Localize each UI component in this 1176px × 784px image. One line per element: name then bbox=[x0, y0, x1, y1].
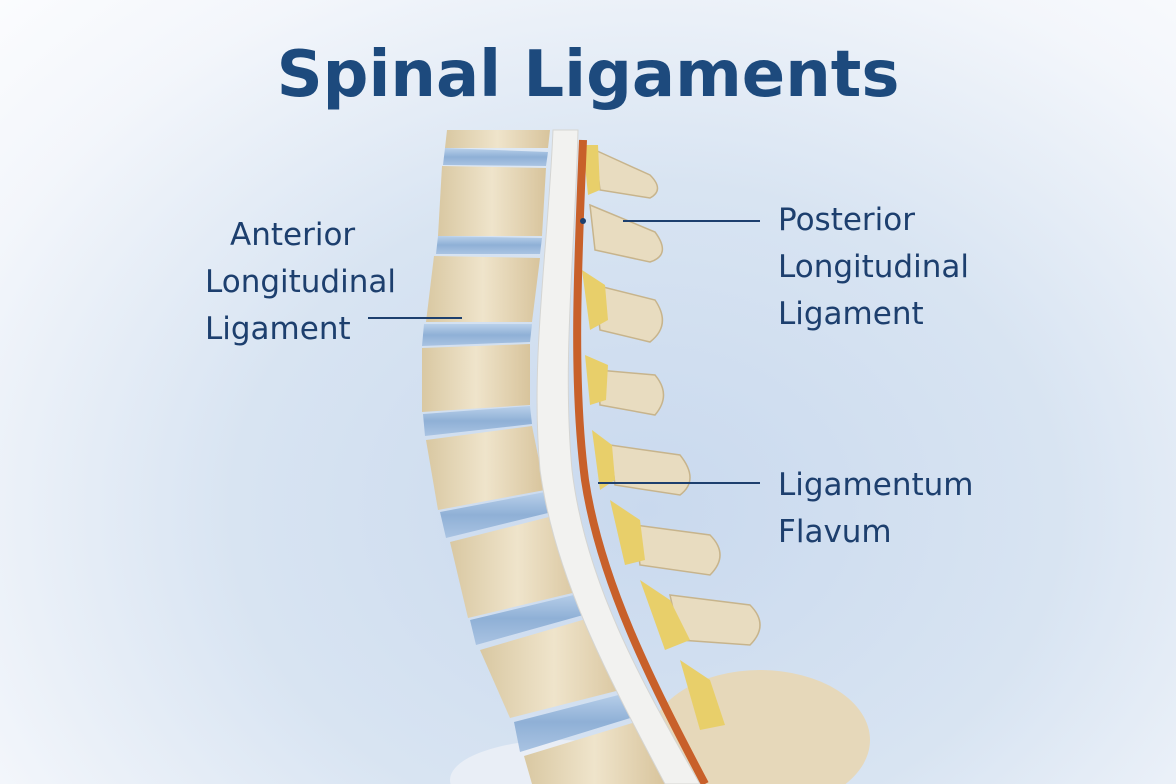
vertebral-body bbox=[426, 256, 540, 322]
label-line: Longitudinal bbox=[778, 249, 969, 285]
spinous-process bbox=[634, 524, 721, 576]
label-line: Anterior bbox=[230, 217, 356, 253]
spinous-processes bbox=[589, 148, 761, 646]
ligament-band bbox=[536, 129, 701, 784]
vertebral-body bbox=[438, 166, 546, 236]
spinous-process bbox=[597, 369, 665, 416]
disc bbox=[470, 592, 594, 645]
label-line: Ligament bbox=[778, 296, 924, 332]
disc bbox=[423, 406, 532, 436]
vertebral-body bbox=[450, 516, 585, 618]
vertebral-body bbox=[524, 720, 665, 784]
vertebral-column bbox=[422, 130, 665, 784]
posterior-longitudinal-ligament-label: Posterior Longitudinal Ligament bbox=[778, 197, 969, 338]
vertebral-body bbox=[426, 426, 545, 510]
disc bbox=[443, 148, 548, 166]
page-title: Spinal Ligaments bbox=[276, 38, 900, 112]
ligamentum-flavum-label: Ligamentum Flavum bbox=[778, 462, 973, 556]
leader-lines bbox=[368, 220, 760, 484]
disc bbox=[436, 236, 542, 254]
spinous-process bbox=[594, 148, 659, 199]
label-line: Flavum bbox=[778, 514, 892, 550]
vertebral-body bbox=[480, 616, 628, 718]
label-line: Longitudinal bbox=[205, 264, 396, 300]
spinous-process bbox=[609, 444, 691, 496]
spinous-process bbox=[669, 594, 761, 646]
anterior-longitudinal-ligament-label: Anterior Longitudinal Ligament bbox=[205, 212, 396, 353]
disc bbox=[440, 492, 552, 538]
label-line: Ligament bbox=[205, 311, 351, 347]
label-line: Posterior bbox=[778, 202, 916, 238]
vertebral-body bbox=[422, 344, 530, 412]
spinous-process bbox=[589, 203, 664, 263]
disc bbox=[514, 692, 640, 752]
disc bbox=[422, 324, 532, 346]
ligamentum-flavum bbox=[582, 145, 725, 730]
spinal-cord bbox=[573, 139, 709, 784]
ligament-marker bbox=[580, 218, 586, 224]
spinous-process bbox=[594, 284, 664, 343]
label-line: Ligamentum bbox=[778, 467, 974, 503]
